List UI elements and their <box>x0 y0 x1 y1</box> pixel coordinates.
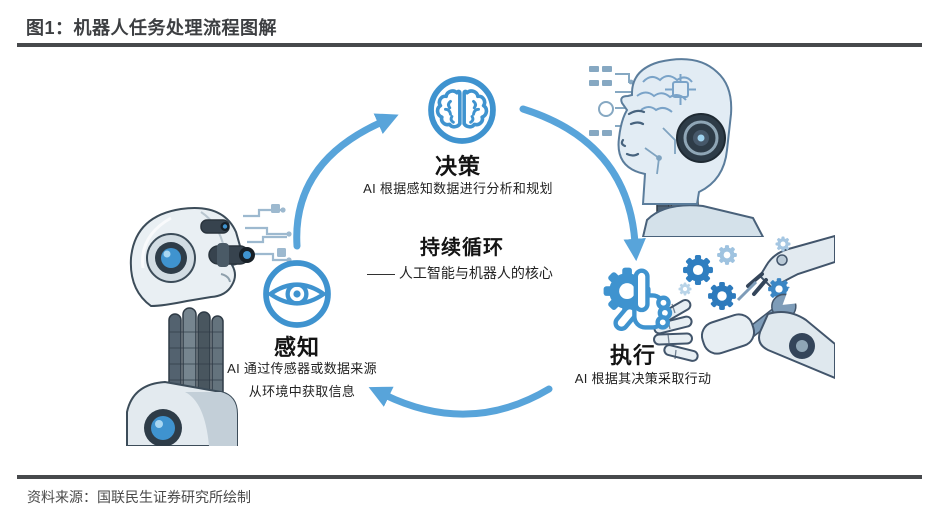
perception-description-line2: 从环境中获取信息 <box>248 384 356 399</box>
execution-description: AI 根据其决策采取行动 <box>574 371 712 386</box>
robot-head-right-illustration <box>589 58 765 237</box>
decision-description: AI 根据感知数据进行分析和规划 <box>363 181 553 196</box>
brain-icon <box>428 76 496 144</box>
figure-title: 图1：机器人任务处理流程图解 <box>26 18 278 38</box>
perception-label: 感知 <box>273 335 320 360</box>
decision-label: 决策 <box>434 154 481 179</box>
cycle-title: 持续循环 <box>420 237 504 259</box>
cycle-subtitle: —— 人工智能与机器人的核心 <box>367 265 553 281</box>
title-underline <box>17 43 922 47</box>
gear-click-icon <box>603 267 673 332</box>
source-note: 资料来源：国联民生证券研究所绘制 <box>27 489 251 505</box>
execution-label: 执行 <box>609 343 656 368</box>
eye-icon <box>263 260 331 328</box>
robot-head-left-illustration <box>126 204 292 446</box>
perception-description-line1: AI 通过传感器或数据来源 <box>227 361 377 376</box>
footer-rule <box>17 475 922 479</box>
